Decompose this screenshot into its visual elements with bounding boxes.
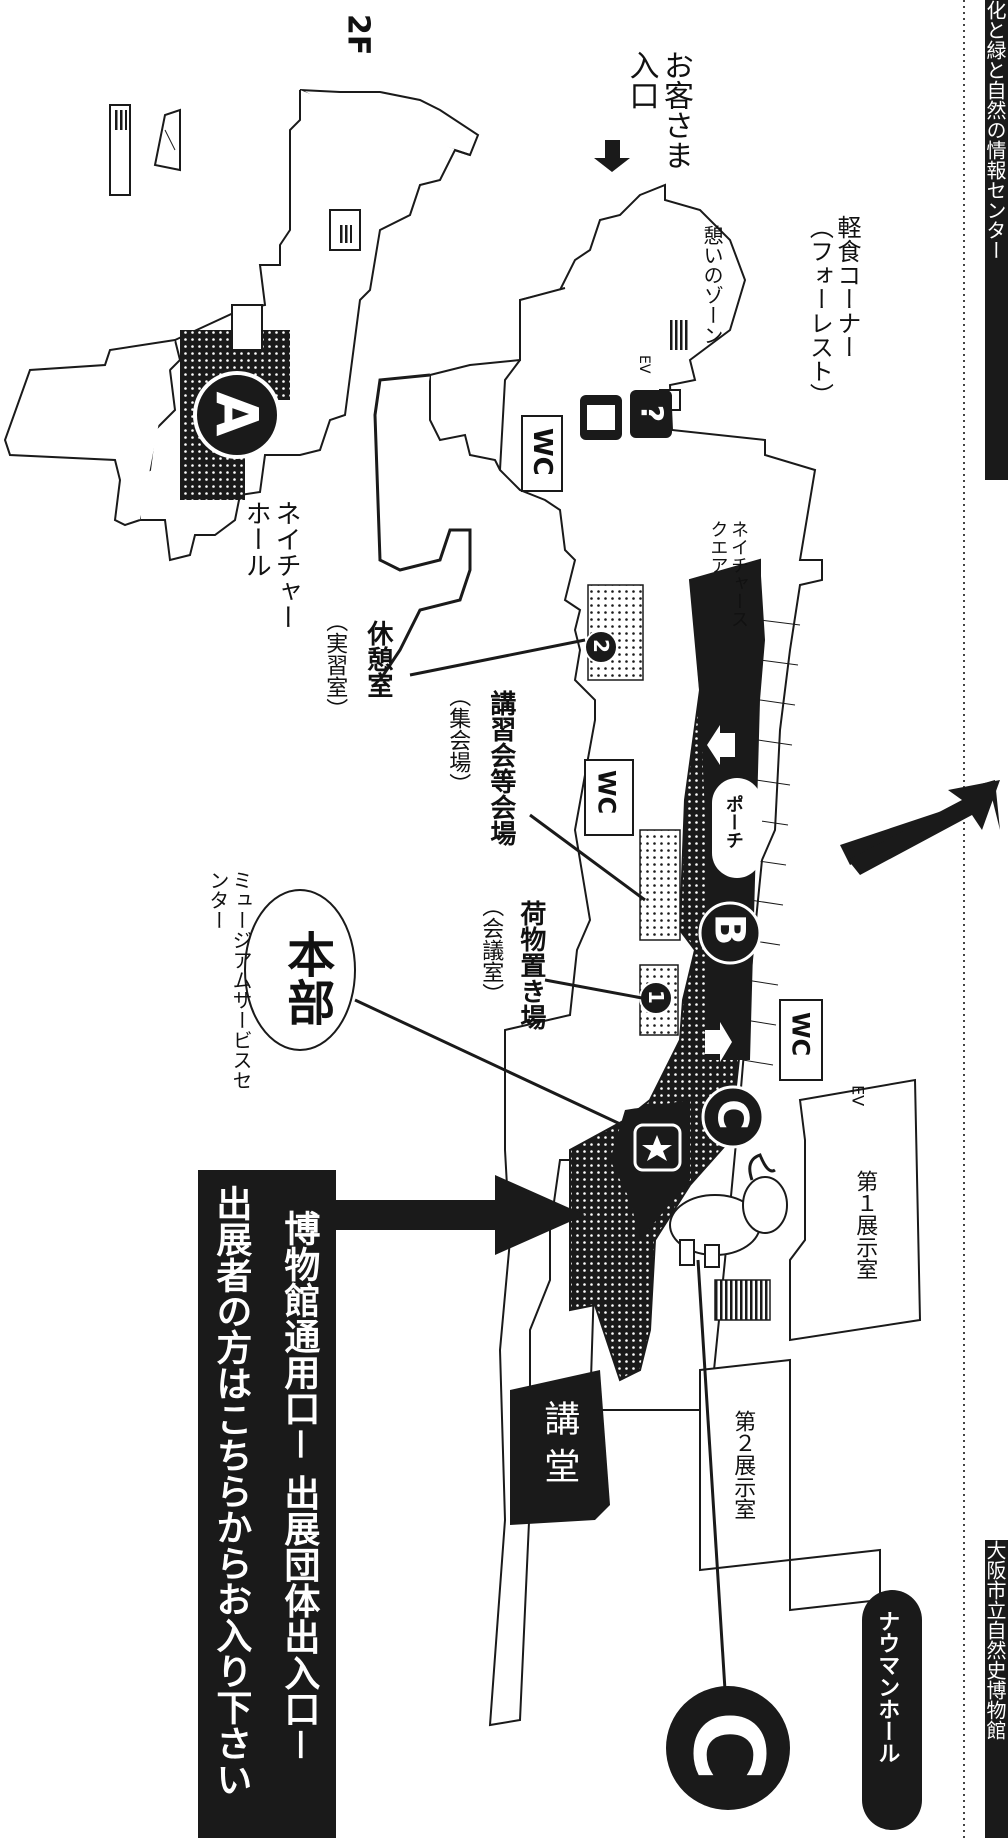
entrance-arrow-icon	[330, 1175, 585, 1255]
elephant-icon	[669, 1153, 788, 1268]
marker-c-small	[701, 1085, 765, 1149]
luggage-label: 荷物置き場	[515, 900, 546, 1030]
wc-label-2: WC	[592, 770, 621, 815]
porch-label: ポーチ	[722, 795, 744, 849]
marker-2-text: 2	[589, 639, 613, 653]
marker-b	[698, 901, 762, 965]
ev-label-1: EV	[636, 355, 653, 374]
up-arrow-icon	[707, 725, 735, 765]
top-banner: 化と緑と自然の情報センター	[985, 0, 1008, 480]
info-mark-text: ?	[633, 404, 669, 423]
customer-entrance-label: お客さま入口	[623, 50, 694, 170]
headquarters-label: 本部	[278, 930, 335, 1026]
nature-hall-label: ネイチャーホール	[241, 500, 301, 630]
exhibit-2-label: 第２展示室	[730, 1410, 756, 1520]
entrance-notice-board	[198, 1170, 336, 1838]
service-center-label: ミュージアムサービスセンター	[206, 870, 253, 1090]
marker-2	[584, 630, 618, 664]
marker-c-large-text: C	[672, 1710, 784, 1782]
porch-pill	[712, 778, 762, 878]
marker-c-large	[666, 1686, 790, 1810]
rest-zone-label: 憩いのゾーン	[700, 225, 724, 345]
rest-room-sub-label: （実習室）	[322, 610, 348, 720]
nature-square-label: ネイチャースクエア	[707, 520, 749, 628]
marker-a-text: A	[203, 391, 271, 437]
entrance-notice-line2: 出展者の方はこちらからお入り下さい	[210, 1185, 252, 1797]
naumann-hall-label: ナウマンホール	[874, 1610, 900, 1764]
ev-label-2: EV	[848, 1085, 868, 1107]
wc-label-1: WC	[526, 428, 557, 476]
marker-1-text: 1	[644, 990, 668, 1004]
marker-b-text: B	[705, 913, 755, 946]
wc-label-3: WC	[786, 1012, 815, 1057]
rest-room-label: 休憩室	[362, 620, 393, 698]
lecture-hall-sub-label: （集会場）	[445, 685, 471, 795]
wc-boxes	[521, 415, 823, 1081]
lecture-hall-label: 講習会等会場	[485, 690, 516, 846]
marker-c-text: C	[708, 1099, 758, 1130]
floor-label: 2F	[340, 14, 376, 56]
down-arrow-icon	[705, 1022, 732, 1062]
leader-lines	[354, 638, 727, 1691]
snack-corner-label: 軽食コーナー（フォーレスト）	[805, 215, 861, 407]
auditorium-block	[510, 1370, 610, 1525]
luggage-sub-label: （会議室）	[478, 895, 504, 1005]
stairs	[714, 1279, 771, 1321]
exhibit-1-label: 第１展示室	[852, 1170, 878, 1280]
auditorium-label: 講 堂	[538, 1400, 580, 1484]
marker-a	[193, 371, 281, 459]
naumann-hall-pill	[862, 1590, 922, 1830]
down-arrow-entrance-icon	[594, 140, 630, 172]
bottom-banner: 大阪市立自然史博物館	[985, 1540, 1008, 1838]
info-icon	[630, 390, 672, 438]
entrance-notice-line1: 博物館通用口－ 出展団体出入口－	[278, 1210, 320, 1763]
corridor-lines	[742, 619, 801, 1066]
headquarters-oval	[244, 889, 356, 1051]
exhibit-rooms	[699, 1078, 922, 1612]
lecture-hall-area	[639, 829, 681, 941]
